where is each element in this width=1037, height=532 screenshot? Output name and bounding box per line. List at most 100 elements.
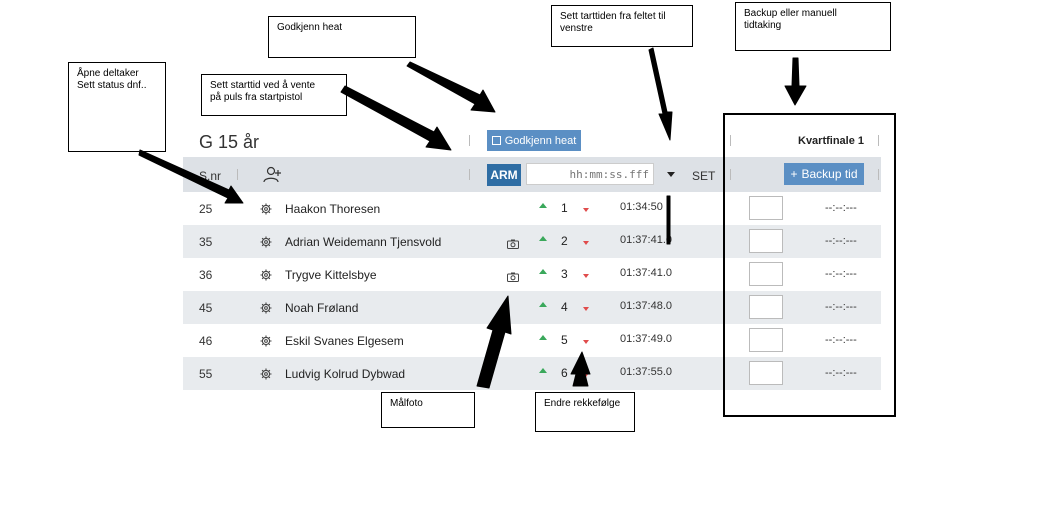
arrow-photo-finish [476, 295, 512, 389]
backup-time-label: Backup tid [801, 167, 858, 181]
note-photo-finish: Målfoto [381, 392, 475, 428]
divider [878, 169, 879, 180]
participant-name: Trygve Kittelsbye [285, 268, 377, 282]
finish-position: 6 [561, 366, 568, 380]
backup-column-frame [723, 113, 896, 417]
chevron-down-icon[interactable] [667, 172, 675, 177]
participant-name: Noah Frøland [285, 301, 359, 315]
manual-time-input[interactable] [749, 295, 783, 319]
arrow-open-participant [138, 149, 244, 204]
arrow-reorder [570, 351, 591, 387]
finish-time: 01:37:55.0 [620, 366, 672, 378]
backup-time-value: --:--:--- [825, 367, 857, 379]
divider [730, 169, 731, 180]
move-down-icon[interactable] [583, 241, 589, 245]
start-number: 36 [199, 268, 213, 282]
note-start-time: Sett starttid ved å vente på puls fra st… [201, 74, 347, 116]
approve-heat-label: Godkjenn heat [504, 134, 577, 147]
heat-title-row: G 15 år Godkjenn heat Kvartfinale 1 [183, 124, 881, 157]
manual-time-input[interactable] [749, 361, 783, 385]
manual-time-input[interactable] [749, 229, 783, 253]
arm-button[interactable]: ARM [487, 164, 521, 186]
backup-time-value: --:--:--- [825, 235, 857, 247]
start-number: 25 [199, 202, 213, 216]
finish-time: 01:37:41.0 [620, 267, 672, 279]
finish-position: 4 [561, 300, 568, 314]
gear-icon[interactable] [260, 235, 272, 248]
divider [237, 169, 238, 180]
gear-icon[interactable] [260, 301, 272, 314]
arrow-start-time [340, 85, 452, 151]
checkbox-icon [491, 136, 501, 145]
gear-icon[interactable] [260, 367, 272, 380]
finish-time: 01:37:48.0 [620, 300, 672, 312]
gear-icon[interactable] [260, 268, 272, 281]
table-row: 36 Trygve Kittelsbye 3 01:37:41.0 --:--:--- [183, 258, 881, 291]
connector-line [666, 195, 671, 245]
add-person-icon[interactable] [263, 166, 283, 184]
finish-position: 3 [561, 267, 568, 281]
backup-time-button[interactable]: + Backup tid [784, 163, 864, 185]
divider [469, 135, 470, 146]
finish-position: 1 [561, 201, 568, 215]
table-row: 25 Haakon Thoresen 1 01:34:50 --:--:--- [183, 192, 881, 225]
manual-time-input[interactable] [749, 262, 783, 286]
move-up-icon[interactable] [539, 335, 547, 340]
finish-position: 2 [561, 234, 568, 248]
participant-name: Eskil Svanes Elgesem [285, 334, 404, 348]
move-down-icon[interactable] [583, 274, 589, 278]
finish-time: 01:34:50 [620, 201, 663, 213]
table-row: 45 Noah Frøland 4 01:37:48.0 --:--:--- [183, 291, 881, 324]
note-set-start-time: Sett tarttiden fra feltet til venstre [551, 5, 693, 47]
heat-panel: G 15 år Godkjenn heat Kvartfinale 1 S.nr… [183, 124, 881, 391]
table-row: 55 Ludvig Kolrud Dybwad 6 01:37:55.0 --:--:-… [183, 357, 881, 390]
start-number: 55 [199, 367, 213, 381]
participant-name: Haakon Thoresen [285, 202, 381, 216]
round-title: Kvartfinale 1 [798, 135, 865, 147]
heat-title: G 15 år [199, 132, 260, 152]
participant-name: Ludvig Kolrud Dybwad [285, 367, 406, 381]
note-reorder: Endre rekkefølge [535, 392, 635, 432]
backup-time-value: --:--:--- [825, 268, 857, 280]
approve-heat-button[interactable]: Godkjenn heat [487, 130, 581, 151]
set-button[interactable]: SET [692, 169, 716, 183]
arrow-set-start-time [648, 47, 673, 141]
camera-icon[interactable] [507, 269, 519, 282]
move-up-icon[interactable] [539, 236, 547, 241]
gear-icon[interactable] [260, 334, 272, 347]
arrow-backup [784, 57, 807, 106]
move-up-icon[interactable] [539, 203, 547, 208]
divider [730, 135, 731, 146]
plus-icon: + [790, 167, 798, 181]
move-up-icon[interactable] [539, 368, 547, 373]
backup-time-value: --:--:--- [825, 334, 857, 346]
move-down-icon[interactable] [583, 373, 589, 377]
start-number: 46 [199, 334, 213, 348]
backup-time-value: --:--:--- [825, 202, 857, 214]
participant-name: Adrian Weidemann Tjensvold [285, 235, 442, 249]
manual-time-input[interactable] [749, 328, 783, 352]
move-down-icon[interactable] [583, 340, 589, 344]
table-header: S.nr ARM SET + Backup tid [183, 157, 881, 192]
divider [878, 135, 879, 146]
finish-time: 01:37:41.0 [620, 234, 672, 246]
note-open-participant: Åpne deltaker Sett status dnf.. [68, 62, 166, 152]
move-up-icon[interactable] [539, 269, 547, 274]
start-number: 45 [199, 301, 213, 315]
arrow-approve-heat [406, 61, 496, 113]
note-backup: Backup eller manuell tidtaking [735, 2, 891, 51]
finish-time: 01:37:49.0 [620, 333, 672, 345]
divider [469, 169, 470, 180]
move-down-icon[interactable] [583, 307, 589, 311]
manual-time-input[interactable] [749, 196, 783, 220]
gear-icon[interactable] [260, 202, 272, 215]
note-approve-heat: Godkjenn heat [268, 16, 416, 58]
camera-icon[interactable] [507, 236, 519, 249]
move-down-icon[interactable] [583, 208, 589, 212]
move-up-icon[interactable] [539, 302, 547, 307]
start-time-input[interactable] [526, 163, 654, 185]
backup-time-value: --:--:--- [825, 301, 857, 313]
